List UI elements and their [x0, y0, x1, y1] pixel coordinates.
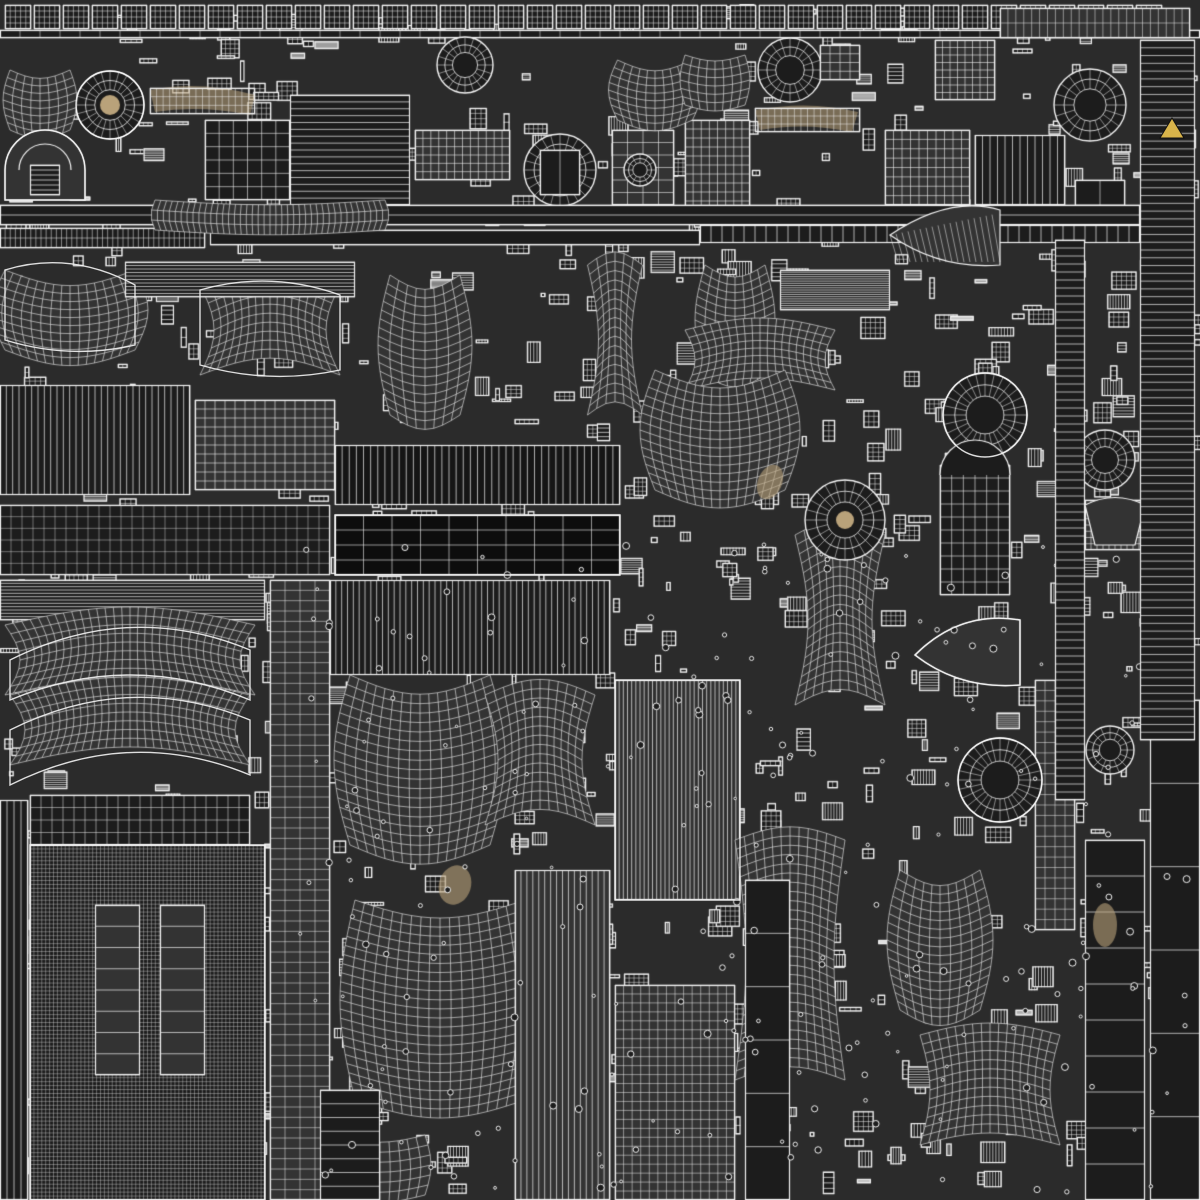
uv-island-helmet-ring [942, 372, 1028, 458]
uv-island-vent-ring [957, 737, 1043, 823]
uv-island-shoulder-plate-left [4, 262, 136, 353]
uv-island-grip-shell [614, 679, 741, 901]
uv-island-torso-armor-lower [9, 696, 251, 787]
uv-island-shoulder-plate-right [199, 280, 341, 378]
uv-island-torso-armor-upper [9, 626, 251, 702]
uv-island-top-left-gauge [4, 129, 86, 201]
uv-island-blade-shape [913, 617, 1021, 687]
warning-triangle-icon [1159, 117, 1185, 139]
uv-island-medallion-ring [75, 70, 145, 140]
uv-island-center-hex-panel [334, 514, 621, 576]
uv-island-back-panel [29, 844, 266, 1200]
